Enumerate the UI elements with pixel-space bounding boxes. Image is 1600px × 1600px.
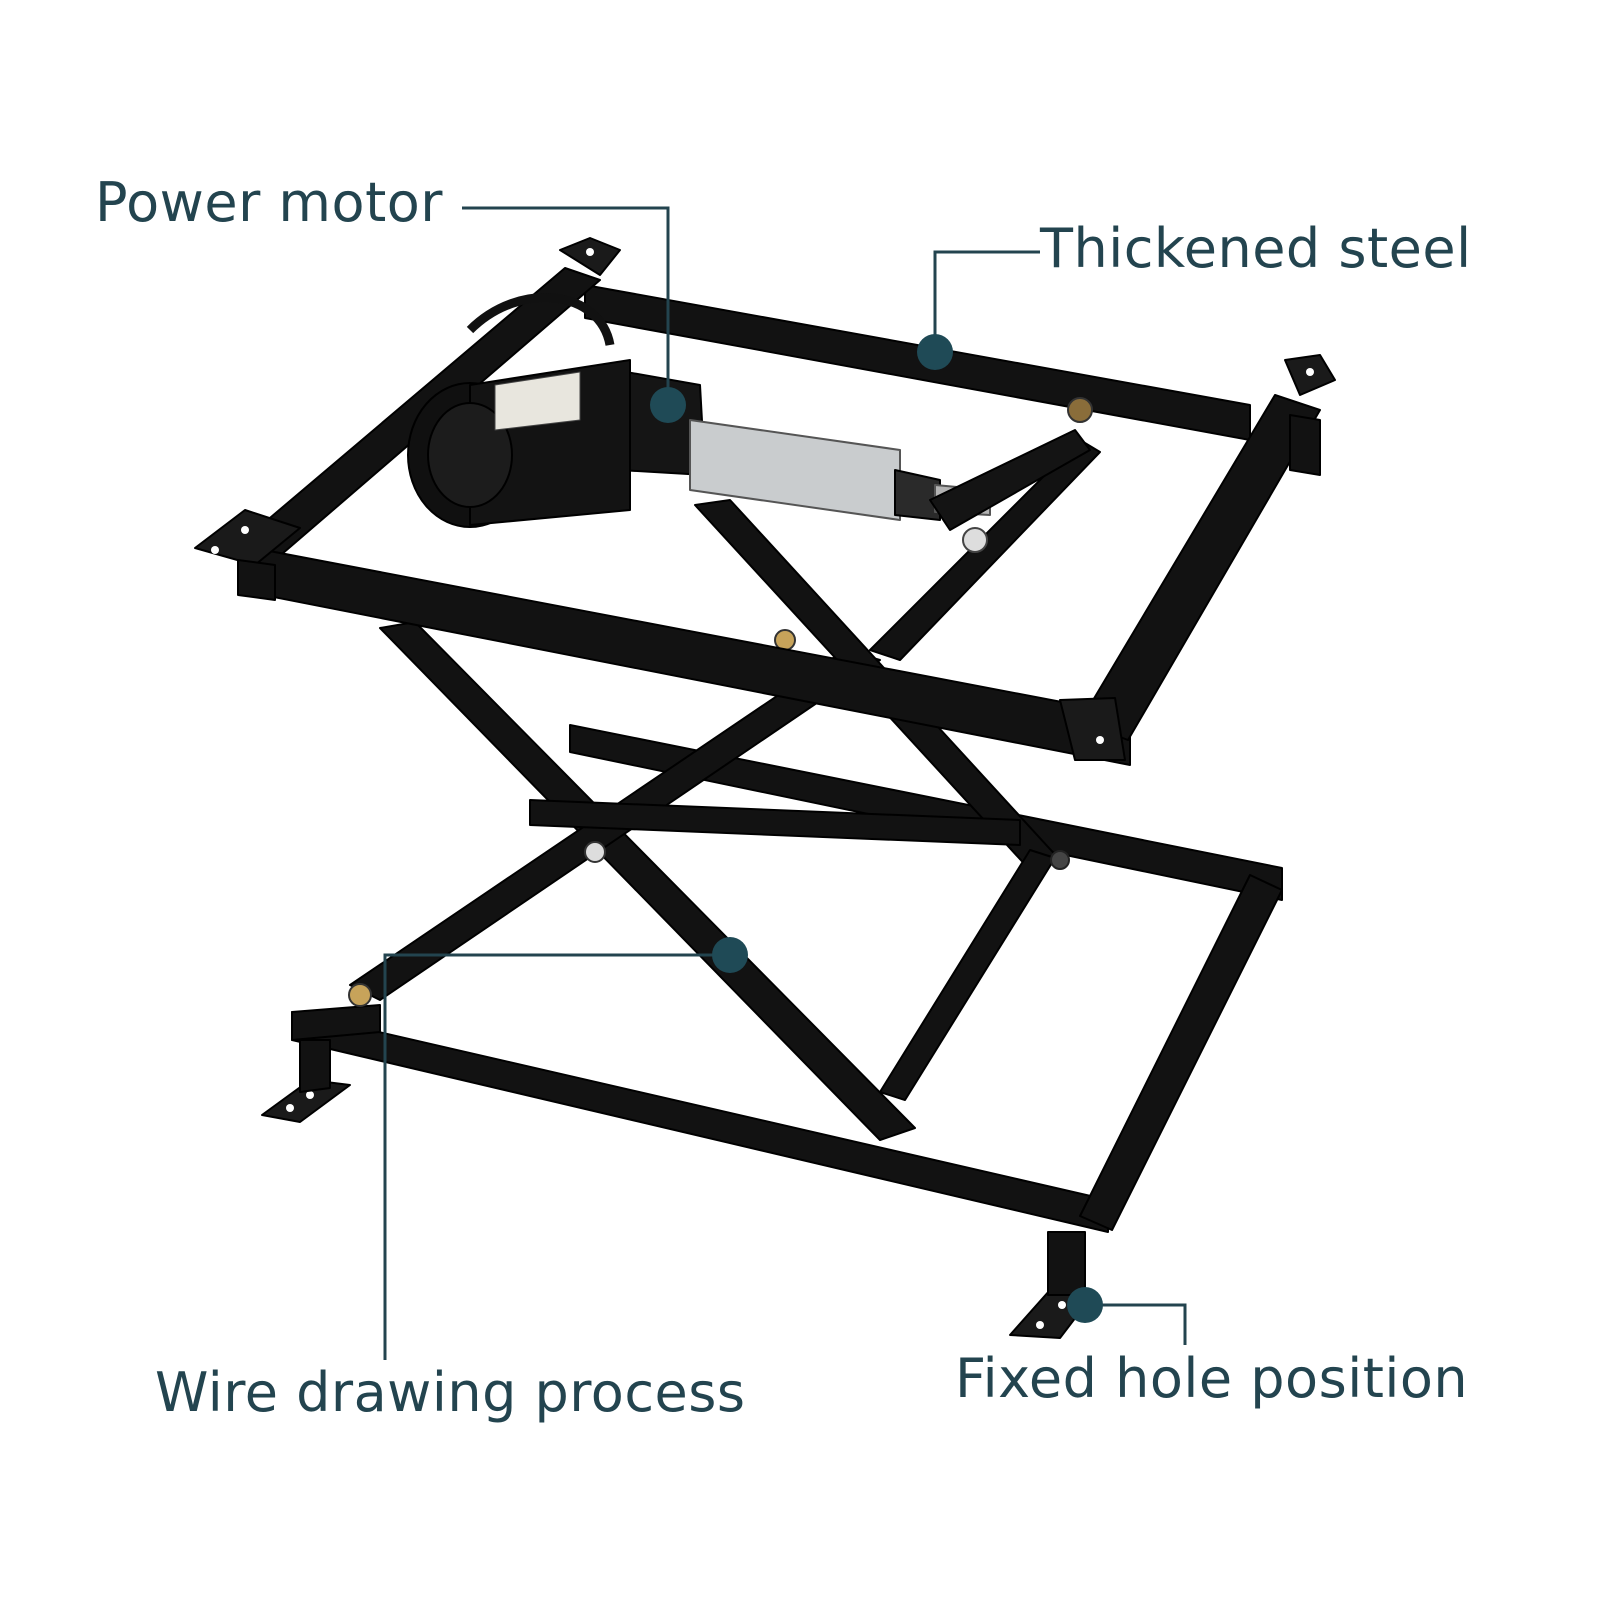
label-fixed-hole-position: Fixed hole position bbox=[955, 1347, 1469, 1410]
base-frame bbox=[261, 724, 1283, 1339]
callout-dots bbox=[650, 334, 1103, 1323]
callout-dot-thickened-steel bbox=[917, 334, 953, 370]
lift-frame bbox=[194, 237, 1336, 1339]
callout-dot-wire-drawing bbox=[712, 937, 748, 973]
label-power-motor: Power motor bbox=[95, 171, 443, 234]
actuator-assembly bbox=[407, 293, 1093, 553]
label-wire-drawing-process: Wire drawing process bbox=[155, 1361, 746, 1424]
callout-dot-fixed-hole bbox=[1067, 1287, 1103, 1323]
callout-dot-power-motor bbox=[650, 387, 686, 423]
callouts bbox=[383, 206, 1187, 1360]
callout-line-wire-drawing bbox=[383, 953, 728, 1360]
callout-line-thickened-steel bbox=[933, 250, 1040, 350]
callout-line-power-motor bbox=[462, 206, 670, 398]
label-thickened-steel: Thickened steel bbox=[1040, 217, 1472, 280]
callout-line-fixed-hole bbox=[1090, 1303, 1187, 1345]
scissor-arms bbox=[348, 439, 1101, 1141]
